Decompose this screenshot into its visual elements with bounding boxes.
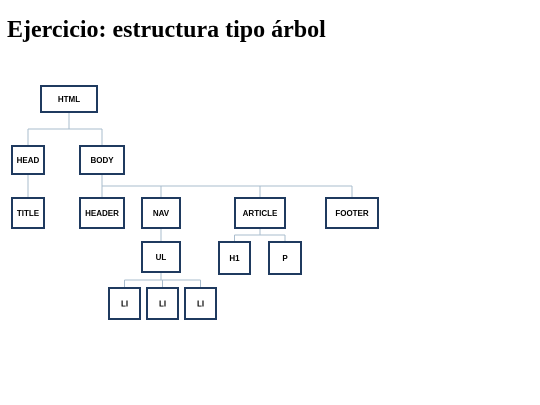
tree-node-label: LI bbox=[197, 300, 204, 309]
tree-node-body: BODY bbox=[79, 145, 125, 175]
tree-node-li3: LI bbox=[184, 287, 217, 320]
page-title: Ejercicio: estructura tipo árbol bbox=[7, 17, 326, 43]
tree-node-footer: FOOTER bbox=[325, 197, 379, 229]
tree-node-header: HEADER bbox=[79, 197, 125, 229]
tree-node-label: NAV bbox=[153, 209, 170, 218]
tree-node-label: H1 bbox=[229, 254, 240, 263]
tree-node-head: HEAD bbox=[11, 145, 45, 175]
tree-node-label: HEAD bbox=[17, 156, 40, 165]
tree-node-label: HTML bbox=[58, 95, 80, 104]
tree-node-title: TITLE bbox=[11, 197, 45, 229]
tree-node-h1: H1 bbox=[218, 241, 251, 275]
tree-node-li1: LI bbox=[108, 287, 141, 320]
tree-node-label: HEADER bbox=[85, 209, 119, 218]
tree-node-label: BODY bbox=[90, 156, 114, 165]
tree-node-p: P bbox=[268, 241, 302, 275]
tree-node-ul: UL bbox=[141, 241, 181, 273]
tree-node-box bbox=[11, 145, 45, 175]
tree-node-box bbox=[234, 197, 286, 229]
tree-node-box bbox=[141, 197, 181, 229]
tree-node-nav: NAV bbox=[141, 197, 181, 229]
tree-nodes: HTML HEAD BODY TITLE HEADER NAV ARTICLE FOOTER U… bbox=[11, 85, 379, 320]
tree-node-label: TITLE bbox=[17, 209, 40, 218]
tree-node-article: ARTICLE bbox=[234, 197, 286, 229]
tree-node-label: P bbox=[282, 254, 288, 263]
tree-node-label: FOOTER bbox=[335, 209, 369, 218]
tree-node-html: HTML bbox=[40, 85, 98, 113]
tree-node-box bbox=[141, 241, 181, 273]
tree-node-box bbox=[108, 287, 141, 320]
tree-node-box bbox=[184, 287, 217, 320]
tree-node-label: LI bbox=[159, 300, 166, 309]
tree-node-box bbox=[40, 85, 98, 113]
tree-edges bbox=[27, 112, 353, 288]
tree-node-box bbox=[79, 197, 125, 229]
tree-node-box bbox=[146, 287, 179, 320]
tree-node-label: UL bbox=[156, 253, 167, 262]
tree-node-li2: LI bbox=[146, 287, 179, 320]
tree-node-box bbox=[218, 241, 251, 275]
tree-node-box bbox=[268, 241, 302, 275]
tree-node-box bbox=[325, 197, 379, 229]
tree-node-label: ARTICLE bbox=[243, 209, 278, 218]
tree-node-box bbox=[11, 197, 45, 229]
tree-node-label: LI bbox=[121, 300, 128, 309]
tree-node-box bbox=[79, 145, 125, 175]
